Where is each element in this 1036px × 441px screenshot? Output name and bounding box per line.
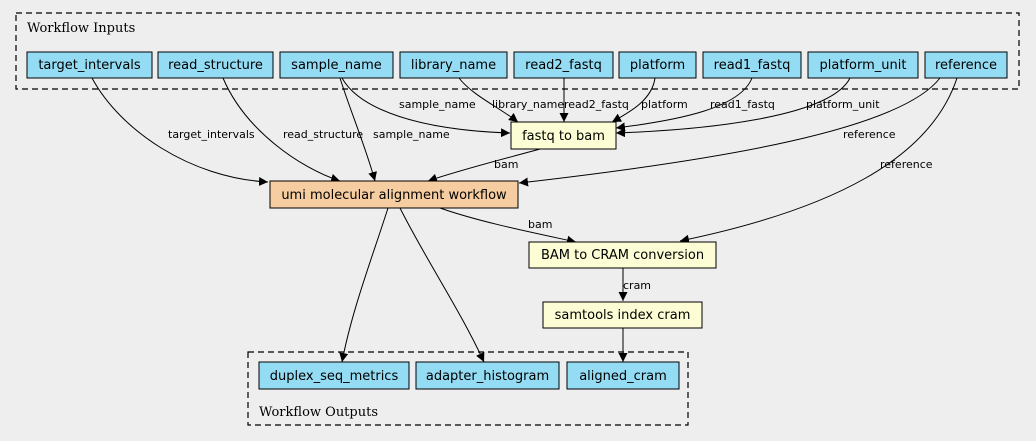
node-bam-to-cram[interactable]: BAM to CRAM conversion (528, 241, 717, 269)
node-read-structure-label: read_structure (168, 58, 263, 73)
node-samtools-index-label: samtools index cram (555, 308, 691, 323)
node-fastq-to-bam-box[interactable] (510, 121, 617, 150)
edge-label-sample-name-umi: sample_name (373, 128, 450, 141)
task-nodes: fastq to bam umi molecular alignment wor… (269, 121, 717, 329)
node-target-intervals-label: target_intervals (38, 58, 141, 73)
edge-sample-name-to-fastq (341, 77, 511, 138)
edge-library-name-to-fastq (458, 77, 519, 123)
edge-label-read1-fastq: read1_fastq (710, 98, 775, 111)
edge-umi-to-adapter (399, 207, 485, 363)
edge-target-intervals-to-umi (91, 77, 269, 187)
node-platform-box[interactable] (618, 51, 697, 79)
node-adapter-histogram-label: adapter_histogram (426, 369, 549, 384)
edge-read1-to-fastq (615, 77, 753, 132)
edge-label-platform-fastq: platform (641, 98, 688, 111)
node-umi-workflow-label: umi molecular alignment workflow (281, 188, 507, 203)
node-fastq-to-bam[interactable]: fastq to bam (510, 121, 617, 150)
node-adapter-histogram[interactable]: adapter_histogram (415, 361, 560, 390)
node-fastq-to-bam-label: fastq to bam (522, 129, 605, 144)
node-duplex-seq-metrics-label: duplex_seq_metrics (270, 369, 399, 384)
edge-label-read2-fastq: read2_fastq (564, 98, 629, 111)
node-target-intervals-box[interactable] (26, 51, 153, 79)
node-reference[interactable]: reference (924, 51, 1008, 79)
node-read-structure[interactable]: read_structure (157, 51, 274, 79)
node-platform-unit[interactable]: platform_unit (807, 51, 919, 79)
node-platform-unit-box[interactable] (807, 51, 919, 79)
node-platform[interactable]: platform (618, 51, 697, 79)
node-adapter-histogram-box[interactable] (415, 361, 560, 390)
node-platform-unit-label: platform_unit (820, 58, 907, 73)
edges (91, 77, 958, 363)
output-nodes: duplex_seq_metrics adapter_histogram ali… (258, 361, 680, 390)
node-read2-fastq[interactable]: read2_fastq (513, 51, 614, 79)
edge-umi-to-cram (439, 207, 577, 245)
workflow-outputs-cluster: Workflow Outputs (247, 351, 689, 426)
workflow-inputs-cluster: Workflow Inputs (15, 12, 1020, 90)
node-aligned-cram-box[interactable] (566, 361, 680, 390)
node-aligned-cram[interactable]: aligned_cram (566, 361, 680, 390)
node-reference-label: reference (935, 58, 997, 73)
edge-reference-to-cram (679, 77, 958, 244)
edge-sample-name-to-umi (339, 77, 377, 182)
node-samtools-index[interactable]: samtools index cram (542, 301, 703, 329)
input-nodes: target_intervals read_structure sample_n… (26, 51, 1008, 79)
node-samtools-index-box[interactable] (542, 301, 703, 329)
node-library-name-box[interactable] (399, 51, 508, 79)
node-library-name[interactable]: library_name (399, 51, 508, 79)
node-target-intervals[interactable]: target_intervals (26, 51, 153, 79)
node-duplex-seq-metrics-box[interactable] (258, 361, 410, 390)
workflow-outputs-border (247, 351, 689, 426)
edge-label-cram-index: cram (623, 279, 651, 292)
node-library-name-label: library_name (411, 58, 496, 73)
workflow-inputs-title: Workflow Inputs (27, 21, 135, 36)
node-aligned-cram-label: aligned_cram (579, 369, 667, 384)
node-sample-name[interactable]: sample_name (279, 51, 394, 79)
node-bam-to-cram-box[interactable] (528, 241, 717, 269)
node-read1-fastq[interactable]: read1_fastq (702, 51, 802, 79)
edge-platform-to-fastq (611, 77, 656, 123)
node-read2-fastq-label: read2_fastq (525, 58, 602, 73)
node-umi-workflow-box[interactable] (269, 180, 519, 209)
edge-label-read-structure-umi: read_structure (283, 128, 363, 141)
node-reference-box[interactable] (924, 51, 1008, 79)
edge-label-target-intervals-umi: target_intervals (168, 128, 255, 141)
edge-label-reference-umi: reference (843, 128, 896, 141)
node-read2-fastq-box[interactable] (513, 51, 614, 79)
edge-label-fastq-umi: bam (494, 158, 518, 171)
edge-label-platform-unit-fastq: platform_unit (806, 98, 880, 111)
edge-read-structure-to-umi (222, 77, 341, 183)
node-read1-fastq-box[interactable] (702, 51, 802, 79)
node-bam-to-cram-label: BAM to CRAM conversion (541, 248, 704, 263)
edge-label-reference-cram: reference (880, 158, 933, 171)
workflow-inputs-border (15, 12, 1020, 90)
edge-platform-unit-to-fastq (615, 77, 851, 138)
node-read-structure-box[interactable] (157, 51, 274, 79)
node-sample-name-label: sample_name (291, 58, 382, 73)
node-read1-fastq-label: read1_fastq (714, 58, 791, 73)
edge-label-library-name-fastq: library_name (492, 98, 564, 111)
node-umi-workflow[interactable]: umi molecular alignment workflow (269, 180, 519, 209)
edge-label-sample-name-fastq: sample_name (399, 98, 476, 111)
edge-fastq-to-umi (427, 148, 541, 183)
edge-label-umi-cram: bam (528, 218, 552, 231)
workflow-outputs-title: Workflow Outputs (259, 405, 378, 420)
edge-labels: sample_name library_name read2_fastq pla… (168, 98, 933, 292)
node-duplex-seq-metrics[interactable]: duplex_seq_metrics (258, 361, 410, 390)
node-sample-name-box[interactable] (279, 51, 394, 79)
edge-reference-to-umi (518, 77, 941, 187)
node-platform-label: platform (630, 58, 685, 73)
edge-umi-to-duplex (339, 207, 389, 363)
